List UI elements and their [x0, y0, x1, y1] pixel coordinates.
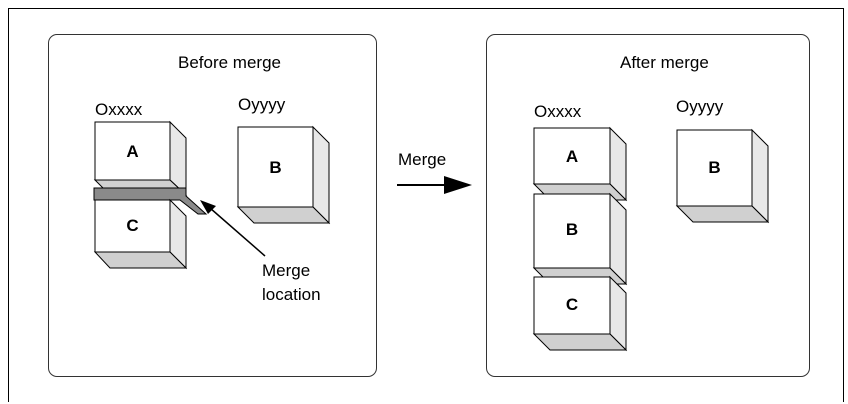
after-block-b-right [675, 128, 770, 224]
after-block-c [532, 275, 628, 352]
merge-arrow-label: Merge [398, 150, 447, 169]
outer-frame [8, 8, 844, 402]
before-block-c-label: C [126, 216, 139, 235]
after-file-left-label: Oxxxx [534, 102, 582, 121]
after-block-a-label: A [565, 147, 579, 166]
merge-location-arrow [200, 200, 266, 257]
after-block-b-right-label: B [708, 158, 721, 177]
before-block-c [93, 198, 188, 270]
before-block-b [236, 125, 331, 225]
after-merge-title: After merge [620, 53, 709, 72]
merge-arrow [397, 176, 472, 194]
before-file-right-label: Oyyyy [238, 95, 286, 114]
before-merge-title: Before merge [178, 53, 281, 72]
after-block-b-label: B [565, 220, 579, 239]
after-block-b [532, 192, 628, 286]
before-file-left-label: Oxxxx [95, 100, 143, 119]
merge-location-label-line2: location [262, 285, 321, 304]
before-block-b-label: B [269, 158, 282, 177]
after-file-right-label: Oyyyy [676, 97, 724, 116]
before-block-a-label: A [126, 142, 139, 161]
merge-location-label-line1: Merge [262, 261, 311, 280]
after-block-c-label: C [565, 295, 579, 314]
